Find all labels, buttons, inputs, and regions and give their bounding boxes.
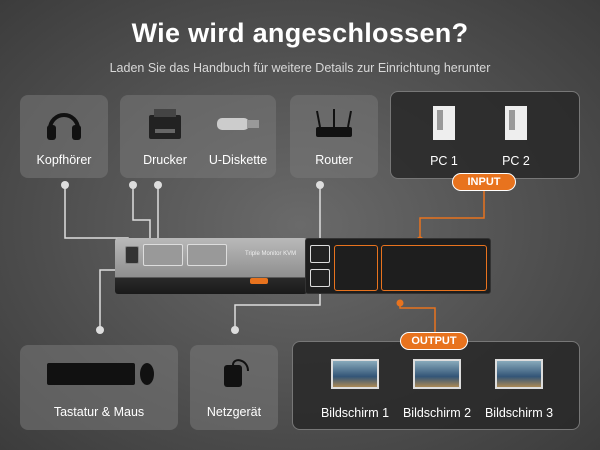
page-title: Wie wird angeschlossen?	[131, 18, 469, 48]
output-monitors-card: Bildschirm 1 Bildschirm 2 Bildschirm 3	[292, 341, 580, 430]
router-icon	[316, 109, 352, 137]
headphones-label: Kopfhörer	[36, 153, 92, 167]
input-pcs-card: PC 1 PC 2	[390, 91, 580, 179]
input-badge: INPUT	[452, 173, 516, 191]
status-led	[250, 278, 268, 284]
ethernet-port	[310, 245, 330, 263]
monitor2-label: Bildschirm 2	[402, 406, 472, 420]
power-adapter-icon	[224, 359, 249, 387]
router-card: Router	[290, 95, 378, 178]
output-badge: OUTPUT	[400, 332, 468, 350]
printer-label: Drucker	[143, 153, 187, 167]
kvm-model-label: Triple Monitor KVM	[245, 251, 297, 257]
output-ports-group	[334, 245, 378, 291]
usb-stick-icon	[217, 118, 259, 130]
pc1-tower-icon	[433, 106, 455, 140]
kvm-front-panel: Triple Monitor KVM	[115, 238, 307, 294]
usb3-ports	[143, 244, 183, 266]
printer-usb-card: Drucker U-Diskette	[120, 95, 276, 178]
printer-icon	[149, 109, 181, 139]
headphones-icon	[47, 113, 81, 140]
pc2-label: PC 2	[502, 154, 530, 168]
router-label: Router	[315, 153, 353, 167]
keyboard-mouse-label: Tastatur & Maus	[53, 405, 145, 419]
audio-port	[125, 246, 139, 264]
headphones-item	[20, 105, 108, 148]
power-adapter-label: Netzgerät	[206, 405, 262, 419]
power-port	[310, 269, 330, 287]
keyboard-mouse-card: Tastatur & Maus	[20, 345, 178, 430]
monitor3-label: Bildschirm 3	[484, 406, 554, 420]
keyboard-mouse-icon	[47, 363, 154, 385]
page-subtitle: Laden Sie das Handbuch für weitere Detai…	[109, 61, 491, 75]
usb2-ports	[187, 244, 227, 266]
monitor3-icon	[495, 359, 543, 389]
input-ports-group	[381, 245, 487, 291]
headphones-card: Kopfhörer	[20, 95, 108, 178]
power-adapter-card: Netzgerät	[190, 345, 278, 430]
monitor1-icon	[331, 359, 379, 389]
pc1-label: PC 1	[430, 154, 458, 168]
kvm-back-panel	[305, 238, 491, 294]
usb-stick-label: U-Diskette	[208, 153, 268, 167]
monitor1-label: Bildschirm 1	[320, 406, 390, 420]
monitor2-icon	[413, 359, 461, 389]
pc2-tower-icon	[505, 106, 527, 140]
